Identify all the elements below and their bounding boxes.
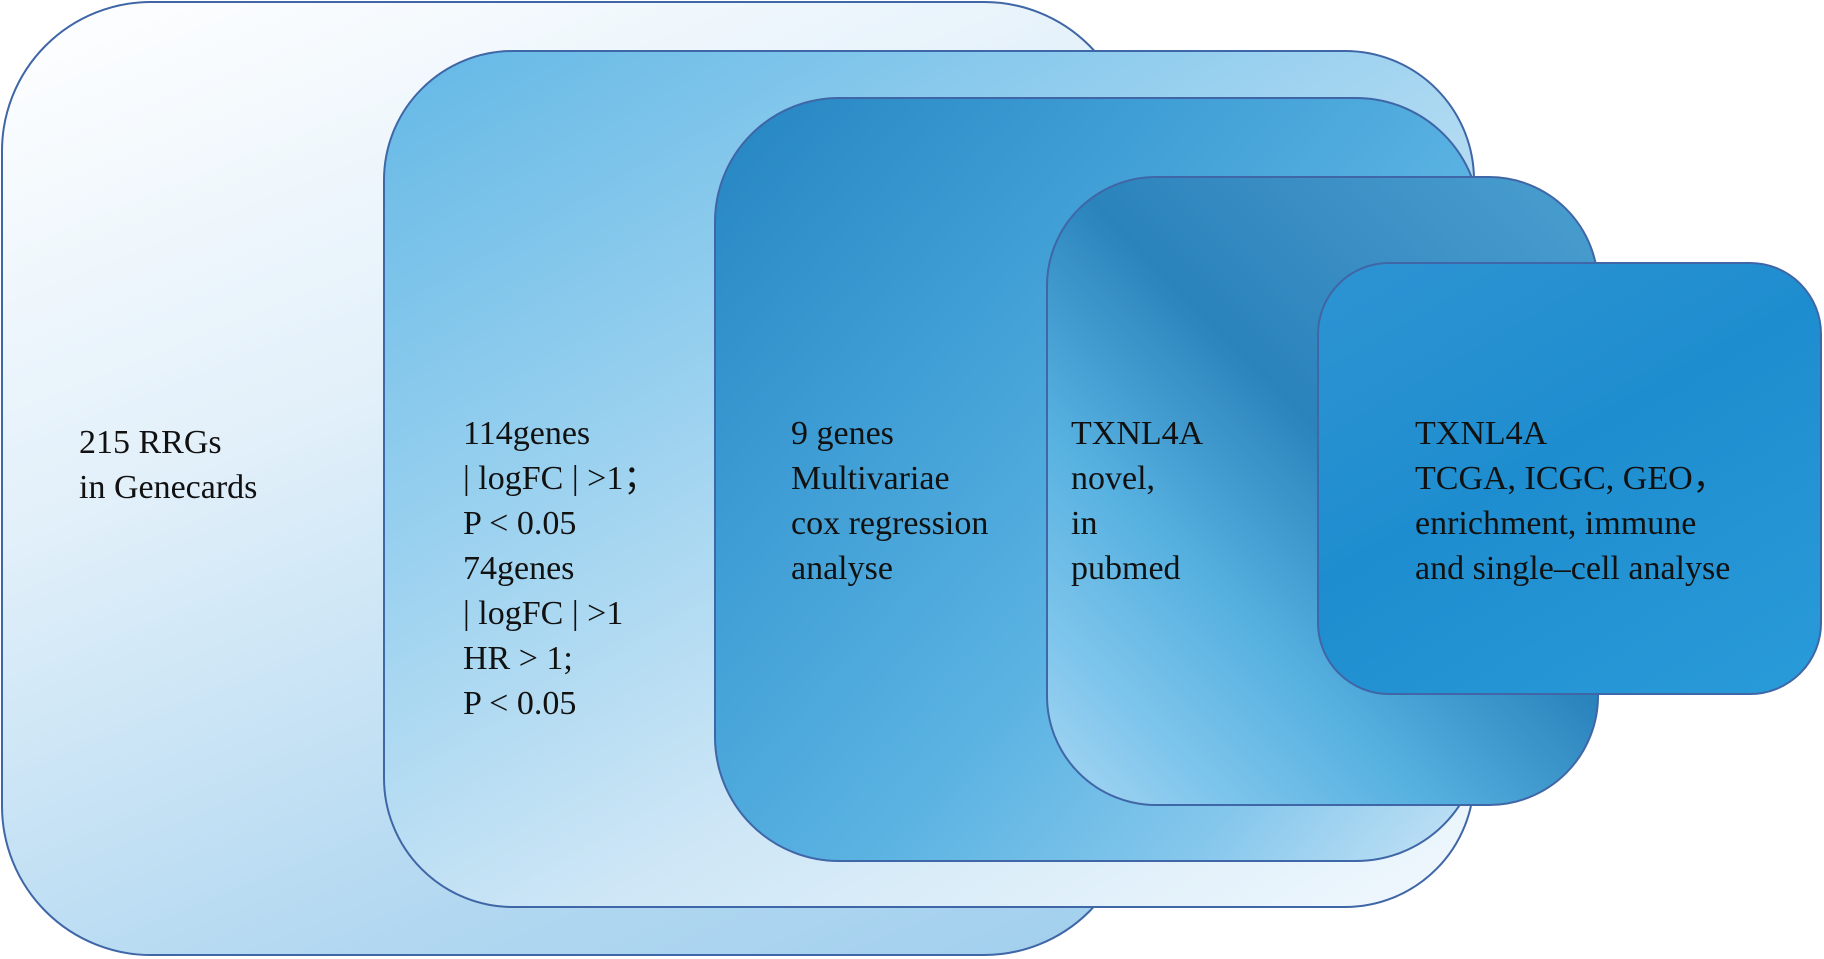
stage-5-line-1: TXNL4A	[1415, 415, 1548, 452]
stage-5-line-4: and single–cell analyse	[1415, 550, 1731, 587]
stage-3-line-1: 9 genes	[791, 415, 894, 452]
stage-2-line-6: HR > 1;	[463, 640, 573, 677]
stage-2-line-7: P < 0.05	[463, 685, 577, 722]
stage-5-label: TXNL4A TCGA, ICGC, GEO， enrichment, immu…	[1415, 411, 1730, 591]
stage-4-label: TXNL4A novel, in pubmed	[1071, 411, 1203, 591]
stage-2-line-4: 74genes	[463, 550, 575, 587]
stage-4-line-4: pubmed	[1071, 550, 1181, 587]
stage-5-line-2: TCGA, ICGC, GEO，	[1415, 460, 1727, 497]
stage-2-line-1: 114genes	[463, 415, 591, 452]
stage-4-line-3: in	[1071, 505, 1098, 542]
stage-5-box	[1317, 262, 1822, 695]
stage-3-line-2: Multivariae	[791, 460, 950, 497]
stage-2-line-5: | logFC | >1	[463, 595, 624, 632]
stage-3-line-3: cox regression	[791, 505, 989, 542]
stage-5-line-3: enrichment, immune	[1415, 505, 1697, 542]
stage-1-label: 215 RRGs in Genecards	[79, 420, 257, 510]
stage-4-line-1: TXNL4A	[1071, 415, 1204, 452]
stage-1-line-1: 215 RRGs	[79, 424, 222, 461]
stage-2-line-2: | logFC | >1；	[463, 460, 658, 497]
stage-4-line-2: novel,	[1071, 460, 1156, 497]
stage-1-line-2: in Genecards	[79, 469, 258, 506]
stage-3-label: 9 genes Multivariae cox regression analy…	[791, 411, 988, 591]
stage-3-line-4: analyse	[791, 550, 893, 587]
stage-2-label: 114genes | logFC | >1； P < 0.05 74genes …	[463, 411, 657, 726]
stage-2-line-3: P < 0.05	[463, 505, 577, 542]
